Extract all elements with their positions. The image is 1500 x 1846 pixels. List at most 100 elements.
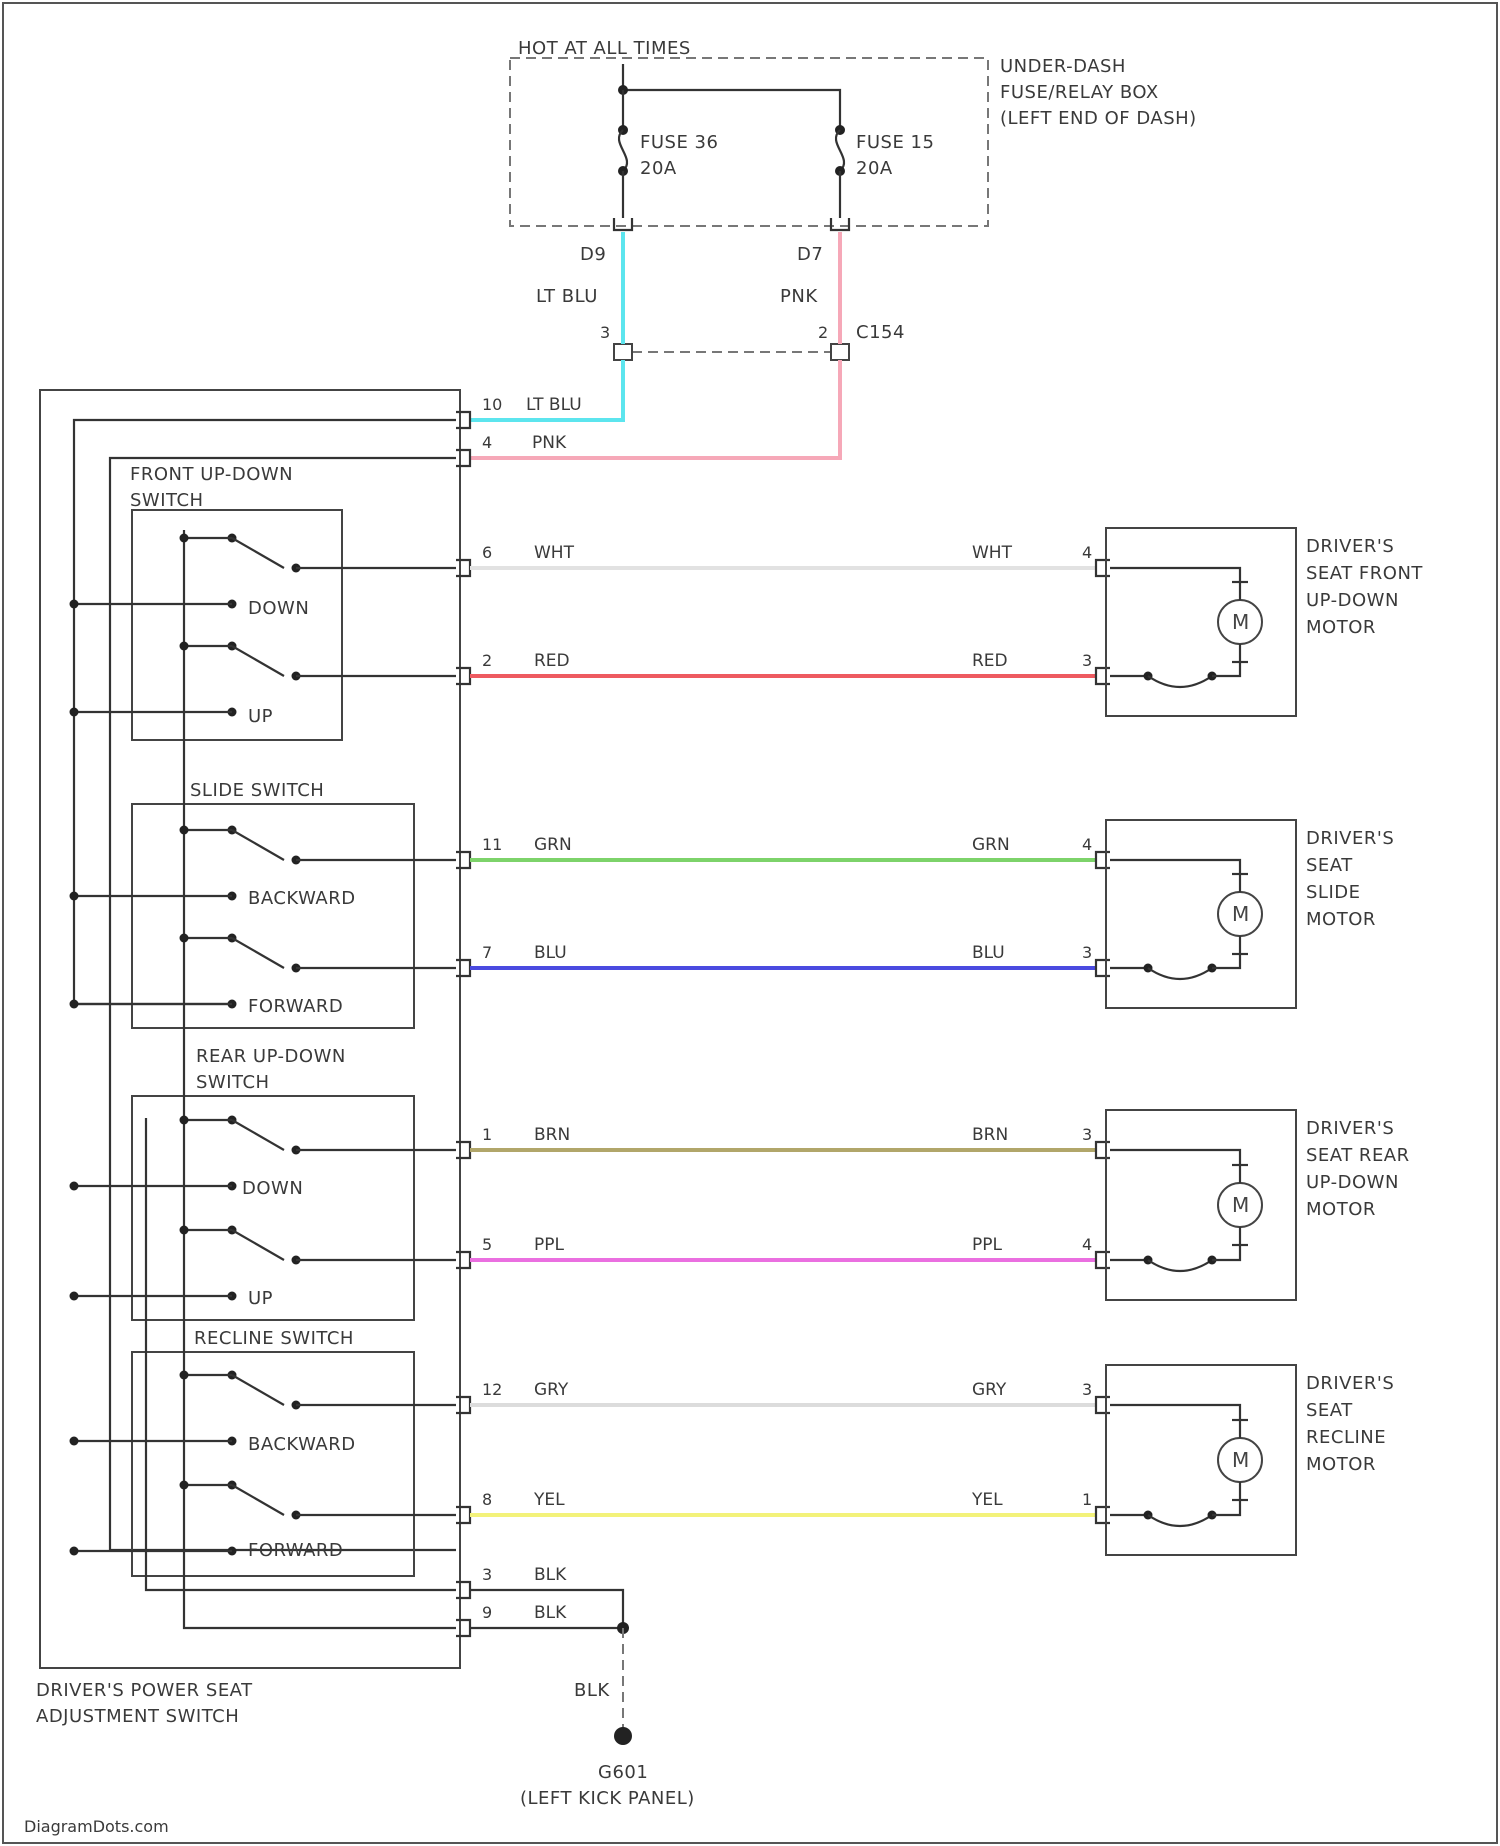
seat-motors: MDRIVER'SSEAT FRONTUP-DOWNMOTORMDRIVER'S…	[1106, 528, 1423, 1555]
motor-terminal-lead-a	[1110, 568, 1240, 582]
connector-c154-label: C154	[856, 322, 905, 343]
wire-color-label-motor-end: PPL	[972, 1235, 1003, 1255]
wire-color-label-switch-end: GRY	[534, 1380, 569, 1400]
switch-pin-connector	[456, 668, 470, 684]
motor-pin-number: 3	[1082, 1380, 1092, 1399]
motor-name-line: DRIVER'S	[1306, 1373, 1394, 1394]
slide-opt-forward: FORWARD	[248, 996, 343, 1017]
watermark: DiagramDots.com	[24, 1817, 169, 1836]
switch-pin-4-connector	[456, 450, 470, 466]
motor-terminal-lead-a	[1110, 860, 1240, 874]
wire-color-label-motor-end: GRN	[972, 835, 1010, 855]
bus-junction	[70, 1182, 79, 1191]
bus-junction	[70, 708, 79, 717]
bus-junction	[70, 600, 79, 609]
power-pin-4-number: 4	[482, 433, 492, 452]
wire-color-label-motor-end: BRN	[972, 1125, 1008, 1145]
wire-color-label-switch-end: GRN	[534, 835, 572, 855]
motor-pin-number: 4	[1082, 835, 1092, 854]
motor-box	[1106, 528, 1296, 716]
switch-blade	[232, 646, 284, 676]
front-up-down-switch-box	[132, 510, 342, 740]
wire-color-label-motor-end: GRY	[972, 1380, 1007, 1400]
switch-blade	[232, 1120, 284, 1150]
bus-junction	[70, 1292, 79, 1301]
motor-name-line: SEAT FRONT	[1306, 563, 1423, 584]
switch-pin-3-connector	[456, 1582, 470, 1598]
wire-color-label-motor-end: RED	[972, 651, 1008, 671]
motor-pin-connector	[1096, 852, 1110, 868]
motor-pin-connector	[1096, 960, 1110, 976]
ground-wiring: 3 BLK 9 BLK BLK G601 (LEFT KICK PANEL)	[146, 530, 695, 1809]
switch-contacts	[70, 534, 471, 1556]
slide-switch-box	[132, 804, 414, 1028]
motor-pin-number: 4	[1082, 543, 1092, 562]
ground-name: G601	[598, 1762, 648, 1783]
ground-junction	[180, 1371, 189, 1380]
motor-symbol-letter: M	[1232, 1448, 1249, 1472]
wire-color-label-motor-end: WHT	[972, 543, 1013, 563]
ground-point-symbol	[614, 1727, 632, 1745]
motor-pin-number: 4	[1082, 1235, 1092, 1254]
switch-pin-number: 1	[482, 1125, 492, 1144]
motor-terminal-lead-b2	[1212, 1500, 1240, 1515]
c154-pin-a	[614, 344, 632, 360]
terminal-a-label: D9	[580, 244, 606, 265]
power-pin-10-number: 10	[482, 395, 502, 414]
motor-pin-number: 3	[1082, 943, 1092, 962]
front-switch-title-2: SWITCH	[130, 490, 204, 511]
fuse-a-name: FUSE 36	[640, 132, 718, 153]
fuse-b-symbol	[836, 130, 844, 171]
rear-switch-title-2: SWITCH	[196, 1072, 270, 1093]
c154-pin-b	[831, 344, 849, 360]
ground-junction	[180, 1481, 189, 1490]
motor-symbol-letter: M	[1232, 1193, 1249, 1217]
switch-pin-10-connector	[456, 412, 470, 428]
switch-blade	[232, 1230, 284, 1260]
motor-pin-number: 3	[1082, 651, 1092, 670]
motor-name-line: MOTOR	[1306, 909, 1376, 930]
fuse-a-symbol	[619, 130, 627, 171]
switch-pin-9-connector	[456, 1620, 470, 1636]
terminal-b-label: D7	[797, 244, 823, 265]
circuit-breaker-symbol	[1148, 968, 1212, 979]
bus-junction	[70, 1437, 79, 1446]
fusebox-name-line-2: FUSE/RELAY BOX	[1000, 82, 1159, 103]
switch-title-line-1: DRIVER'S POWER SEAT	[36, 1680, 253, 1701]
ground-pin-3-color: BLK	[534, 1565, 567, 1585]
switch-title-line-2: ADJUSTMENT SWITCH	[36, 1706, 239, 1727]
switch-pin-number: 12	[482, 1380, 502, 1399]
motor-pin-connector	[1096, 1142, 1110, 1158]
motor-symbol-letter: M	[1232, 902, 1249, 926]
switch-blade	[232, 830, 284, 860]
motor-pin-connector	[1096, 1252, 1110, 1268]
power-pin-4-color: PNK	[532, 433, 567, 453]
switch-pin-number: 11	[482, 835, 502, 854]
circuit-breaker-symbol	[1148, 1515, 1212, 1526]
bus-junction	[70, 1547, 79, 1556]
slide-opt-backward: BACKWARD	[248, 888, 356, 909]
wire-color-label-switch-end: YEL	[533, 1490, 565, 1510]
ground-pin-9-number: 9	[482, 1603, 492, 1622]
fuse-bus-bar	[623, 64, 840, 130]
motor-name-line: DRIVER'S	[1306, 1118, 1394, 1139]
switch-blade	[232, 1375, 284, 1405]
rear-switch-title-1: REAR UP-DOWN	[196, 1046, 346, 1067]
fuse-relay-box: HOT AT ALL TIMES UNDER-DASH FUSE/RELAY B…	[510, 38, 1197, 230]
motor-name-line: DRIVER'S	[1306, 536, 1394, 557]
front-switch-title-1: FRONT UP-DOWN	[130, 464, 293, 485]
switch-pin-number: 7	[482, 943, 492, 962]
switch-pin-number: 2	[482, 651, 492, 670]
wire-color-label-switch-end: RED	[534, 651, 570, 671]
motor-box	[1106, 1365, 1296, 1555]
rear-opt-down: DOWN	[242, 1178, 303, 1199]
motor-name-line: SEAT	[1306, 855, 1353, 876]
motor-name-line: DRIVER'S	[1306, 828, 1394, 849]
motor-terminal-lead-b2	[1212, 1245, 1240, 1260]
switch-pin-connector	[456, 1252, 470, 1268]
riser-b-wire-color: PNK	[780, 286, 818, 307]
motor-pin-connector	[1096, 560, 1110, 576]
ground-pin-3-number: 3	[482, 1565, 492, 1584]
